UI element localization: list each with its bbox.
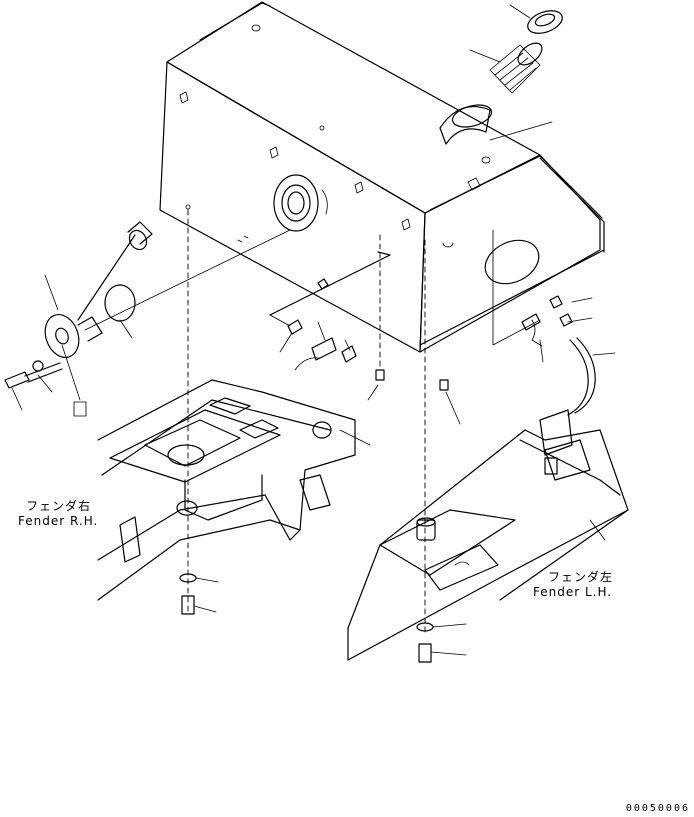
fender-lh-label-jp: フェンダ左: [548, 570, 614, 584]
filler-assembly: [439, 4, 563, 145]
drain-fittings: [269, 229, 616, 416]
fuel-level-sender: [4, 221, 291, 417]
fender-rh-label-en: Fender R.H.: [18, 514, 99, 528]
fender-rh-label-jp: フェンダ右: [26, 499, 92, 513]
fender-lh: [347, 409, 629, 661]
drawing-number: 00050006: [625, 803, 690, 814]
fuel-tank: [159, 1, 605, 353]
fender-lh-label-en: Fender L.H.: [533, 585, 613, 599]
mounting-hardware: [179, 209, 467, 663]
fender-rh: [97, 379, 371, 601]
